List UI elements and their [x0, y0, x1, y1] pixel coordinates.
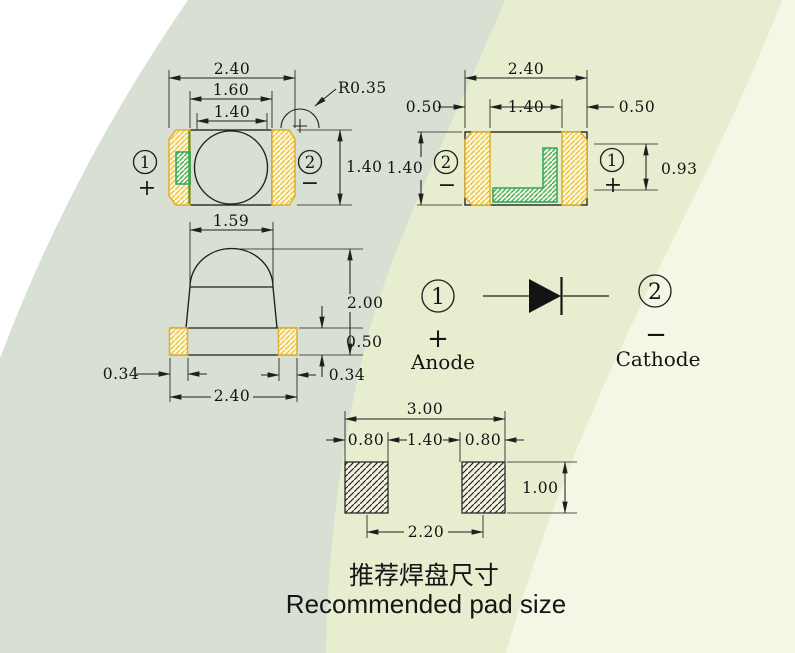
dim-top-lens: 1.40 — [214, 103, 251, 121]
caption-chinese: 推荐焊盘尺寸 — [349, 561, 499, 590]
top-view-dimension-lines — [168, 75, 343, 206]
dim-bottom-height: 1.40 — [387, 159, 424, 177]
pin2-circle-icon — [297, 149, 323, 175]
dim-top-inner: 1.60 — [213, 81, 250, 99]
top-view-lens — [193, 130, 269, 205]
polarity-diagram: 1 2 + − Anode Cathode — [410, 274, 701, 374]
pad-layout-right-pad — [461, 461, 506, 514]
pin1-number: 1 — [607, 151, 618, 170]
dim-top-radius: R0.35 — [338, 79, 387, 97]
cathode-label: Cathode — [616, 347, 701, 371]
caption-english: Recommended pad size — [286, 589, 566, 619]
pin1-number: 1 — [140, 153, 151, 172]
dim-side-pad-right: 0.34 — [329, 366, 366, 384]
pin2-circle-icon — [638, 274, 672, 308]
dim-pad-total-width: 3.00 — [407, 400, 444, 418]
caption: 推荐焊盘尺寸 Recommended pad size — [286, 561, 566, 619]
pin2-number: 2 — [648, 280, 662, 305]
dim-pad-pitch: 2.20 — [408, 523, 445, 541]
bottom-view-right-pad — [561, 131, 588, 206]
dim-top-height: 1.40 — [346, 158, 383, 176]
side-view-dimension-lines — [136, 227, 353, 400]
side-view-left-pad — [168, 327, 189, 356]
pin2-minus-sign: − — [301, 171, 319, 196]
pin1-number: 1 — [431, 285, 445, 310]
bottom-view-dimension-lines — [418, 75, 649, 206]
dim-bottom-center: 1.40 — [508, 98, 545, 116]
dim-side-pad-left: 0.34 — [103, 365, 140, 383]
cathode-minus-sign: − — [645, 320, 667, 350]
bottom-view-cathode-mark — [492, 147, 558, 203]
dim-side-base-height: 0.50 — [346, 333, 383, 351]
top-view-polarity-mark — [175, 151, 191, 185]
pin2-circle-icon — [433, 149, 459, 175]
pin2-number: 2 — [305, 153, 316, 172]
bottom-view-drawing: 2.40 0.50 1.40 0.50 1.40 0.93 2 − 1 + — [387, 60, 698, 206]
pad-layout-dimension-lines — [326, 416, 568, 535]
dim-bottom-inner-height: 0.93 — [661, 160, 698, 178]
bottom-view-left-pad — [464, 131, 491, 206]
top-view-right-pad — [271, 129, 296, 206]
corner-swoosh — [0, 0, 188, 358]
anode-plus-sign: + — [427, 324, 449, 354]
corner-radius-arc — [280, 108, 320, 133]
side-view-right-pad — [277, 327, 298, 356]
dim-side-lens-width: 1.59 — [213, 212, 250, 230]
pin2-number: 2 — [441, 153, 452, 172]
diode-triangle-icon — [529, 279, 561, 313]
pin1-circle-icon — [421, 279, 455, 313]
pin1-plus-sign: + — [604, 173, 622, 198]
dim-pad-gap: 1.40 — [407, 431, 444, 449]
dim-bottom-pad-right: 0.50 — [619, 98, 656, 116]
pin1-circle-icon — [132, 149, 158, 175]
anode-label: Anode — [410, 350, 475, 374]
left-swoosh — [0, 0, 505, 653]
dim-side-height: 2.00 — [347, 294, 384, 312]
pad-layout-drawing: 3.00 0.80 1.40 0.80 1.00 2.20 — [326, 400, 577, 541]
right-swoosh — [506, 0, 795, 653]
pin1-circle-icon — [599, 147, 625, 173]
pin2-minus-sign: − — [438, 173, 456, 198]
dim-side-width: 2.40 — [214, 387, 251, 405]
pad-layout-left-pad — [344, 461, 389, 514]
dim-bottom-pad-left: 0.50 — [406, 98, 443, 116]
dim-pad-height: 1.00 — [522, 479, 559, 497]
dim-top-width: 2.40 — [214, 60, 251, 78]
top-view-drawing: 2.40 1.60 1.40 R0.35 1.40 1 + 2 − — [132, 60, 387, 206]
pin1-plus-sign: + — [138, 176, 156, 201]
dim-bottom-width: 2.40 — [508, 60, 545, 78]
dim-pad-left-width: 0.80 — [348, 431, 385, 449]
dim-pad-right-width: 0.80 — [465, 431, 502, 449]
side-view-drawing: 1.59 2.00 0.50 0.34 0.34 2.40 — [103, 212, 384, 405]
side-view-lens-dome — [185, 247, 278, 329]
